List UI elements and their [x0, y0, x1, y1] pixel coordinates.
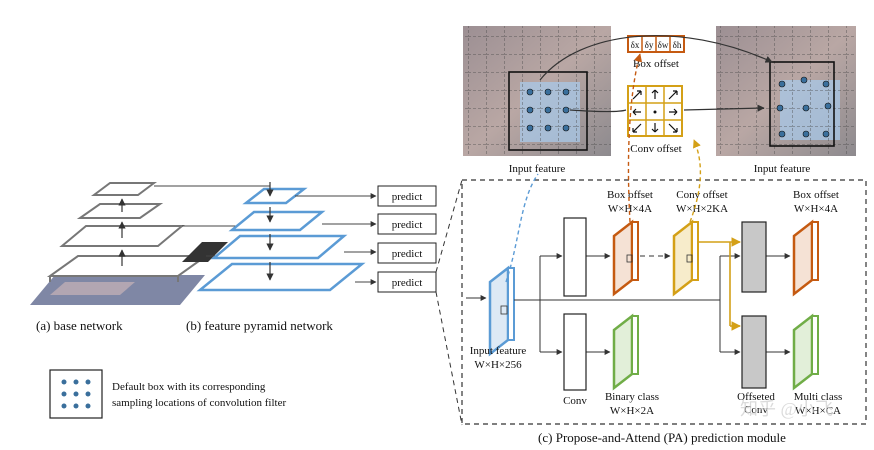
legend-text-1: Default box with its corresponding — [112, 381, 266, 393]
conv-offset-title: Conv offset — [676, 189, 727, 201]
caption-base-network: (a) base network — [36, 318, 123, 333]
offseted-conv-top — [741, 221, 767, 293]
binary-class-dim: W×H×2A — [610, 405, 654, 417]
watermark: 知乎 @小飞 — [740, 399, 833, 419]
base-layer-1 — [46, 255, 210, 277]
conv-box-bottom — [563, 313, 587, 391]
link-box-offset-to-top — [627, 53, 643, 223]
caption-pa-module: (c) Propose-and-Attend (PA) prediction m… — [538, 430, 786, 445]
top-right-input-image: Input feature — [716, 26, 856, 175]
offseted-conv-label: Conv — [744, 404, 768, 416]
multi-class-map: Multi class W×H×CA — [792, 313, 843, 417]
predict-label-3: predict — [392, 248, 423, 260]
delta-x: δx — [631, 40, 640, 50]
box-offset-vector: δx δy δw δh Box offset — [627, 35, 685, 70]
predict-box-3 — [377, 242, 437, 264]
link-conv-offset-to-top — [689, 139, 702, 223]
predict-arrows — [295, 193, 377, 285]
module-input-dim: W×H×256 — [474, 359, 522, 371]
input-feature-right-label: Input feature — [754, 163, 811, 175]
box-offset-map-2: Box offset W×H×4A — [792, 189, 839, 297]
box-offset-1-dim: W×H×4A — [608, 203, 652, 215]
module-input-label: Input feature — [470, 345, 527, 357]
input-feature-left-label: Input feature — [509, 163, 566, 175]
fpn-level-4 — [242, 187, 308, 205]
conv-offset-map: Conv offset W×H×2KA — [672, 189, 728, 297]
delta-w: δw — [658, 40, 669, 50]
conv-label: Conv — [563, 395, 587, 407]
module-flow-lines — [466, 253, 791, 355]
conv-offset-dim: W×H×2KA — [676, 203, 728, 215]
offseted-label: Offseted — [737, 391, 775, 403]
predict-label-1: predict — [392, 191, 423, 203]
pa-module-frame — [461, 179, 867, 425]
conv-offset-top-label: Conv offset — [630, 143, 681, 155]
base-layer-4 — [91, 182, 157, 196]
fpn-level-3 — [228, 210, 326, 232]
legend-text-2: sampling locations of convolution filter — [112, 397, 286, 409]
offseted-conv-bottom — [741, 315, 767, 389]
predict-boxes: predict predict predict predict — [377, 185, 437, 293]
base-image-detail — [50, 282, 135, 295]
feature-pyramid — [196, 182, 366, 292]
fpn-level-1 — [196, 262, 366, 292]
base-layer-3 — [76, 203, 164, 219]
predict-label-4: predict — [392, 277, 423, 289]
predict-label-2: predict — [392, 219, 423, 231]
box-offset-2-dim: W×H×4A — [794, 203, 838, 215]
conv-offset-arrows — [698, 237, 741, 331]
predict-box-1 — [377, 185, 437, 207]
legend: Default box with its corresponding sampl… — [49, 369, 286, 419]
conv-offset-grid: Conv offset — [627, 85, 683, 155]
predict-box-2 — [377, 213, 437, 235]
predict-box-4 — [377, 271, 437, 293]
box-offset-top-label: Box offset — [633, 58, 679, 70]
link-input-to-top — [505, 173, 539, 283]
multi-class-dim: W×H×CA — [795, 405, 841, 417]
box-offset-2-title: Box offset — [793, 189, 839, 201]
base-network — [30, 182, 228, 305]
multi-class-label: Multi class — [794, 391, 843, 403]
delta-y: δy — [645, 40, 654, 50]
delta-h: δh — [673, 40, 682, 50]
box-offset-map-1: Box offset W×H×4A — [607, 189, 653, 297]
binary-class-label: Binary class — [605, 391, 659, 403]
caption-feature-pyramid: (b) feature pyramid network — [186, 318, 333, 333]
binary-class-map: Binary class W×H×2A — [605, 313, 659, 417]
box-offset-1-title: Box offset — [607, 189, 653, 201]
fpn-level-2 — [210, 234, 348, 260]
module-input-feature: Input feature W×H×256 — [470, 265, 527, 371]
top-left-input-image: Input feature — [463, 26, 611, 175]
conv-box-top — [563, 217, 587, 297]
legend-box — [49, 369, 103, 419]
